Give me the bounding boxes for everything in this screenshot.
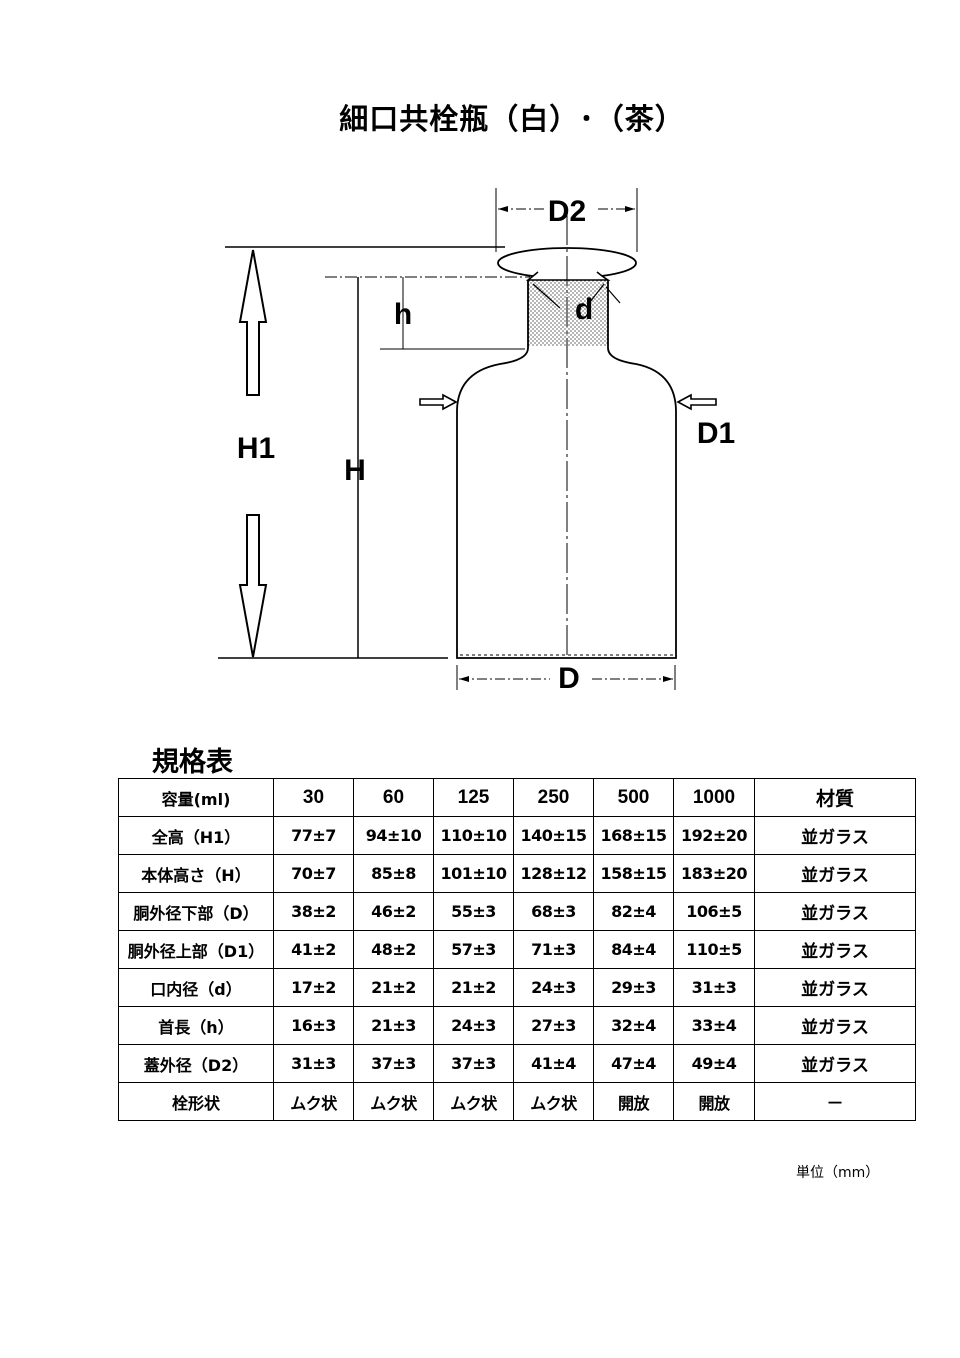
- label-h1: H1: [237, 432, 275, 465]
- d1-left-arrow: [419, 393, 458, 411]
- table-row: 本体高さ（H） 70±7 85±8 101±10 128±12 158±15 1…: [118, 854, 916, 893]
- table-cell: 16±3: [273, 1006, 354, 1045]
- header-cell: 材質: [754, 778, 916, 817]
- h1-up-arrow: [238, 249, 268, 396]
- table-cell: 57±3: [433, 930, 514, 969]
- bottle-body: [456, 347, 677, 659]
- table-cell: 55±3: [433, 892, 514, 931]
- table-row: 蓋外径（D2） 31±3 37±3 37±3 41±4 47±4 49±4 並ガ…: [118, 1044, 916, 1083]
- table-cell: 31±3: [273, 1044, 354, 1083]
- row-label: 胴外径上部（D1）: [118, 930, 274, 969]
- header-cell: 容量(ml): [118, 778, 274, 817]
- unit-note: 単位（mm）: [796, 1165, 880, 1181]
- table-cell: 21±3: [353, 1006, 434, 1045]
- label-d1: D1: [697, 417, 735, 450]
- d1-right-arrow: [676, 393, 717, 411]
- table-cell: 46±2: [353, 892, 434, 931]
- table-cell: 85±8: [353, 854, 434, 893]
- bottle-dimension-diagram: D2 d h H1 H D1 D: [218, 188, 735, 695]
- table-cell: 168±15: [593, 816, 674, 855]
- table-cell: 158±15: [593, 854, 674, 893]
- table-row: 胴外径下部（D） 38±2 46±2 55±3 68±3 82±4 106±5 …: [118, 892, 916, 931]
- table-cell: ムク状: [433, 1082, 514, 1121]
- label-d2: D2: [548, 195, 586, 228]
- table-cell: 38±2: [273, 892, 354, 931]
- label-d-bottom: D: [558, 662, 580, 695]
- table-row: 胴外径上部（D1） 41±2 48±2 57±3 71±3 84±4 110±5…: [118, 930, 916, 969]
- header-cell: 30: [273, 778, 354, 817]
- row-label: 胴外径下部（D）: [118, 892, 274, 931]
- table-cell: 21±2: [353, 968, 434, 1007]
- table-cell: 29±3: [593, 968, 674, 1007]
- header-cell: 1000: [673, 778, 755, 817]
- table-cell: 140±15: [513, 816, 594, 855]
- table-cell: 94±10: [353, 816, 434, 855]
- table-cell: 24±3: [513, 968, 594, 1007]
- spec-table-title: 規格表: [152, 747, 233, 778]
- table-cell: 101±10: [433, 854, 514, 893]
- table-cell: 77±7: [273, 816, 354, 855]
- table-cell: 17±2: [273, 968, 354, 1007]
- page-title: 細口共栓瓶（白）･（茶）: [339, 102, 685, 136]
- table-cell: 並ガラス: [754, 892, 916, 931]
- table-cell: 並ガラス: [754, 1006, 916, 1045]
- label-h: H: [344, 454, 366, 487]
- row-label: 蓋外径（D2）: [118, 1044, 274, 1083]
- table-cell: 並ガラス: [754, 968, 916, 1007]
- row-label: 本体高さ（H）: [118, 854, 274, 893]
- table-cell: 37±3: [353, 1044, 434, 1083]
- table-cell: 49±4: [673, 1044, 755, 1083]
- table-cell: －: [754, 1082, 916, 1121]
- table-cell: 並ガラス: [754, 1044, 916, 1083]
- header-cell: 250: [513, 778, 594, 817]
- table-cell: 24±3: [433, 1006, 514, 1045]
- table-cell: 21±2: [433, 968, 514, 1007]
- table-cell: 82±4: [593, 892, 674, 931]
- table-cell: ムク状: [353, 1082, 434, 1121]
- table-cell: 110±10: [433, 816, 514, 855]
- table-row: 口内径（d） 17±2 21±2 21±2 24±3 29±3 31±3 並ガラ…: [118, 968, 916, 1007]
- table-cell: 48±2: [353, 930, 434, 969]
- table-cell: 41±4: [513, 1044, 594, 1083]
- table-row: 全高（H1） 77±7 94±10 110±10 140±15 168±15 1…: [118, 816, 916, 855]
- table-cell: 33±4: [673, 1006, 755, 1045]
- spec-table: 容量(ml) 30 60 125 250 500 1000 材質 全高（H1） …: [118, 778, 916, 1121]
- table-cell: 192±20: [673, 816, 755, 855]
- table-cell: ムク状: [513, 1082, 594, 1121]
- row-label: 全高（H1）: [118, 816, 274, 855]
- table-cell: 183±20: [673, 854, 755, 893]
- table-cell: 開放: [593, 1082, 674, 1121]
- label-h-neck: h: [394, 298, 412, 331]
- table-header-row: 容量(ml) 30 60 125 250 500 1000 材質: [118, 778, 916, 817]
- table-cell: ムク状: [273, 1082, 354, 1121]
- table-cell: 並ガラス: [754, 930, 916, 969]
- table-cell: 37±3: [433, 1044, 514, 1083]
- table-cell: 32±4: [593, 1006, 674, 1045]
- table-cell: 68±3: [513, 892, 594, 931]
- table-cell: 70±7: [273, 854, 354, 893]
- header-cell: 125: [433, 778, 514, 817]
- table-cell: 開放: [673, 1082, 755, 1121]
- table-cell: 並ガラス: [754, 816, 916, 855]
- table-cell: 110±5: [673, 930, 755, 969]
- table-cell: 106±5: [673, 892, 755, 931]
- header-cell: 60: [353, 778, 434, 817]
- header-cell: 500: [593, 778, 674, 817]
- row-label: 首長（h）: [118, 1006, 274, 1045]
- h1-down-arrow: [238, 514, 268, 658]
- row-label: 口内径（d）: [118, 968, 274, 1007]
- table-cell: 27±3: [513, 1006, 594, 1045]
- table-cell: 41±2: [273, 930, 354, 969]
- table-cell: 並ガラス: [754, 854, 916, 893]
- table-row: 栓形状 ムク状 ムク状 ムク状 ムク状 開放 開放 －: [118, 1082, 916, 1121]
- table-cell: 84±4: [593, 930, 674, 969]
- table-row: 首長（h） 16±3 21±3 24±3 27±3 32±4 33±4 並ガラス: [118, 1006, 916, 1045]
- label-d: d: [575, 293, 593, 326]
- table-cell: 31±3: [673, 968, 755, 1007]
- table-cell: 71±3: [513, 930, 594, 969]
- table-cell: 128±12: [513, 854, 594, 893]
- table-cell: 47±4: [593, 1044, 674, 1083]
- row-label: 栓形状: [118, 1082, 274, 1121]
